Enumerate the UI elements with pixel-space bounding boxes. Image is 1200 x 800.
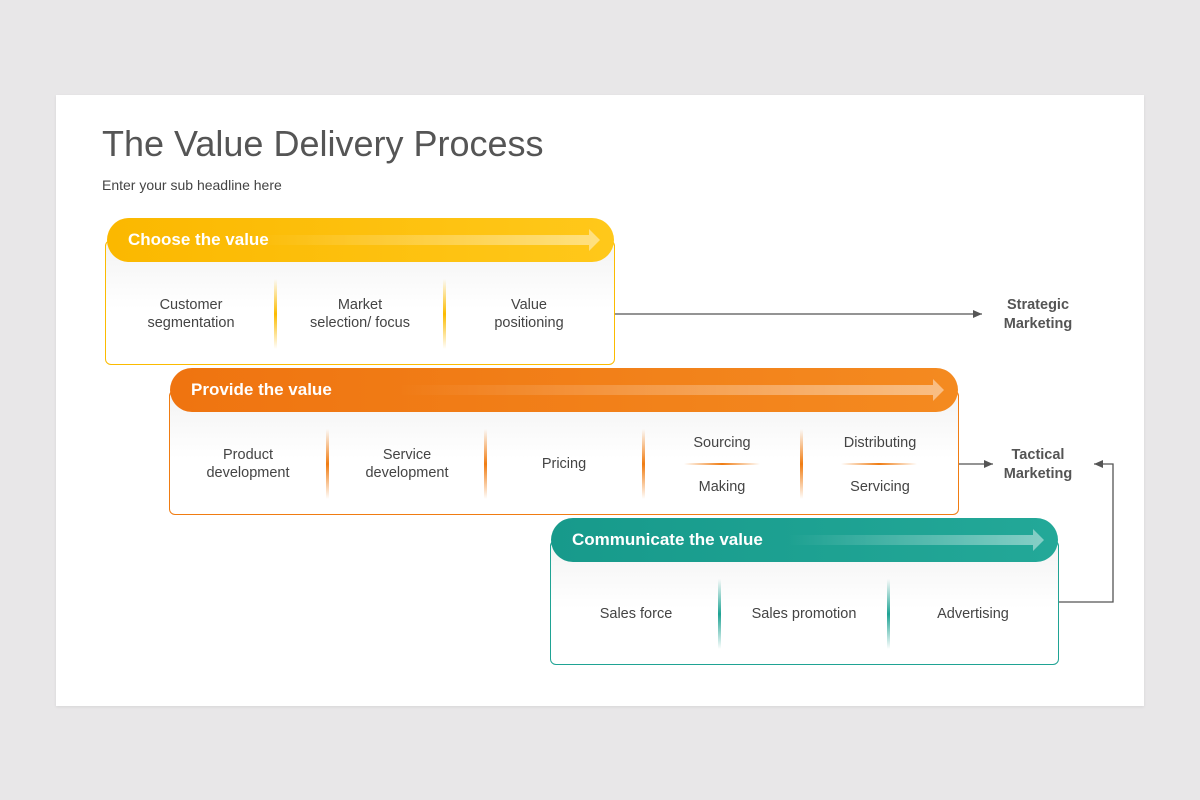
provide-item-making: Making xyxy=(698,479,746,495)
provide-item-servicing: Servicing xyxy=(850,479,910,495)
communicate-item-sales-promotion: Sales promotion xyxy=(751,606,857,622)
page-subtitle: Enter your sub headline here xyxy=(102,177,282,193)
provide-item-pricing: Pricing xyxy=(541,456,587,472)
provide-value-banner: Provide the value xyxy=(170,368,958,412)
choose-value-banner: Choose the value xyxy=(107,218,614,262)
provide-divider-3 xyxy=(642,429,645,499)
communicate-value-title: Communicate the value xyxy=(572,530,763,549)
provide-banner-arrow-icon xyxy=(398,379,944,401)
communicate-divider-1 xyxy=(718,579,721,649)
provide-divider-4 xyxy=(800,429,803,499)
provide-item-distributing: Distributing xyxy=(843,435,917,451)
provide-item-sourcing: Sourcing xyxy=(693,435,751,451)
choose-divider-2 xyxy=(443,279,446,349)
choose-divider-1 xyxy=(274,279,277,349)
page-title: The Value Delivery Process xyxy=(102,123,544,164)
tactical-marketing-label: Tactical Marketing xyxy=(1003,447,1073,482)
provide-divider-2 xyxy=(484,429,487,499)
communicate-value-banner: Communicate the value xyxy=(551,518,1058,562)
communicate-item-sales-force: Sales force xyxy=(599,606,673,622)
choose-banner-arrow-icon xyxy=(254,229,600,251)
provide-stack-divider-1 xyxy=(684,463,760,465)
communicate-banner-arrow-icon xyxy=(788,529,1044,551)
communicate-feedback-arrow xyxy=(1059,460,1114,603)
provide-stack-divider-2 xyxy=(841,463,917,465)
provide-divider-1 xyxy=(326,429,329,499)
choose-value-title: Choose the value xyxy=(128,230,269,249)
strategic-marketing-label: Strategic Marketing xyxy=(1003,297,1073,332)
communicate-divider-2 xyxy=(887,579,890,649)
communicate-item-advertising: Advertising xyxy=(937,606,1009,622)
provide-value-title: Provide the value xyxy=(191,380,332,399)
